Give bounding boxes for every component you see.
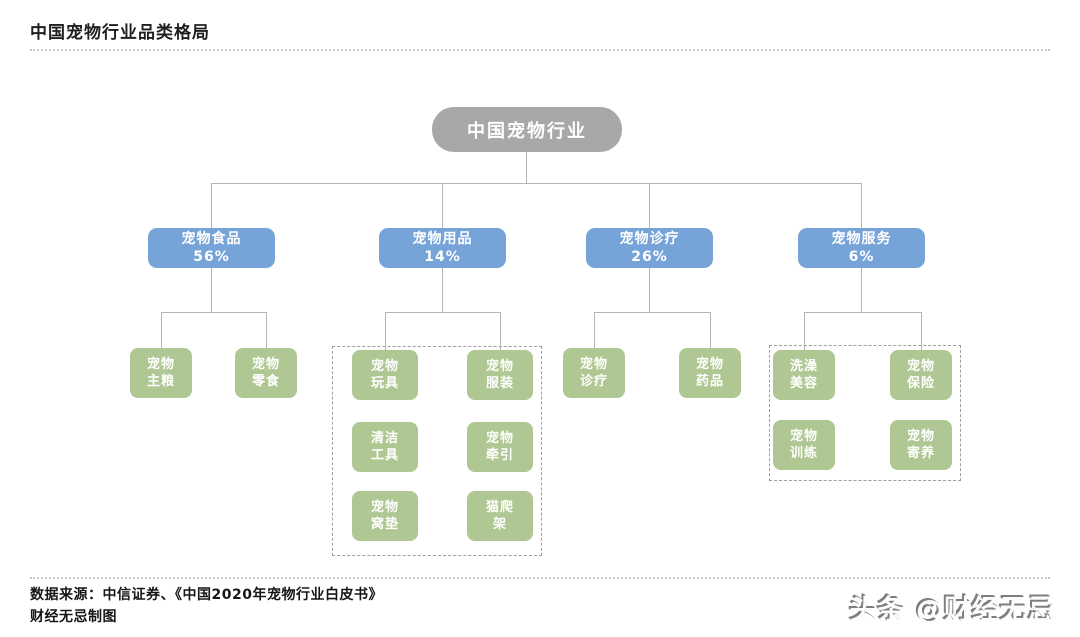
connector-line — [385, 312, 386, 350]
category-share: 56% — [193, 249, 230, 265]
category-node-pet-food: 宠物食品 56% — [148, 228, 275, 268]
root-node: 中国宠物行业 — [432, 107, 622, 152]
connector-line — [500, 312, 501, 350]
connector-line — [385, 312, 500, 313]
leaf-node-clothing: 宠物 服装 — [467, 350, 533, 400]
category-node-pet-services: 宠物服务 6% — [798, 228, 925, 268]
leaf-node-diagnosis: 宠物 诊疗 — [563, 348, 625, 398]
data-source-text: 数据来源：中信证券、《中国2020年宠物行业白皮书》 — [30, 587, 383, 603]
leaf-node-toys: 宠物 玩具 — [352, 350, 418, 400]
connector-line — [710, 312, 711, 348]
category-node-pet-medical: 宠物诊疗 26% — [586, 228, 713, 268]
connector-line — [861, 268, 862, 312]
leaf-node-medicine: 宠物 药品 — [679, 348, 741, 398]
leaf-node-grooming: 洗澡 美容 — [773, 350, 835, 400]
connector-line — [211, 183, 862, 184]
category-node-pet-supplies: 宠物用品 14% — [379, 228, 506, 268]
category-label: 宠物服务 — [831, 231, 892, 247]
pet-supplies-group-outline — [332, 346, 542, 556]
pet-services-group-outline — [769, 345, 961, 481]
category-share: 14% — [424, 249, 461, 265]
connector-line — [211, 268, 212, 312]
connector-line — [526, 152, 527, 183]
leaf-node-insurance: 宠物 保险 — [890, 350, 952, 400]
page-title: 中国宠物行业品类格局 — [30, 23, 210, 43]
connector-line — [161, 312, 162, 348]
connector-line — [804, 312, 921, 313]
leaf-node-training: 宠物 训练 — [773, 420, 835, 470]
title-divider — [30, 49, 1050, 51]
category-label: 宠物用品 — [412, 231, 473, 247]
connector-line — [804, 312, 805, 350]
connector-line — [266, 312, 267, 348]
category-label: 宠物诊疗 — [619, 231, 680, 247]
leaf-node-cleaning-tools: 清洁 工具 — [352, 422, 418, 472]
category-share: 26% — [631, 249, 668, 265]
connector-line — [649, 183, 650, 228]
leaf-node-staple-food: 宠物 主粮 — [130, 348, 192, 398]
connector-line — [921, 312, 922, 350]
footer-divider — [30, 577, 1050, 579]
category-share: 6% — [848, 249, 875, 265]
connector-line — [211, 183, 212, 228]
leaf-node-leashes: 宠物 牵引 — [467, 422, 533, 472]
credit-text: 财经无忌制图 — [30, 609, 117, 625]
connector-line — [594, 312, 595, 348]
connector-line — [161, 312, 267, 313]
leaf-node-boarding: 宠物 寄养 — [890, 420, 952, 470]
connector-line — [442, 268, 443, 312]
leaf-node-bedding: 宠物 窝垫 — [352, 491, 418, 541]
connector-line — [861, 183, 862, 228]
leaf-node-snacks: 宠物 零食 — [235, 348, 297, 398]
connector-line — [649, 268, 650, 312]
connector-line — [442, 183, 443, 228]
toutiao-watermark: 头条 @财经无忌 — [849, 595, 1056, 626]
category-label: 宠物食品 — [181, 231, 242, 247]
leaf-node-cat-tree: 猫爬 架 — [467, 491, 533, 541]
connector-line — [594, 312, 710, 313]
